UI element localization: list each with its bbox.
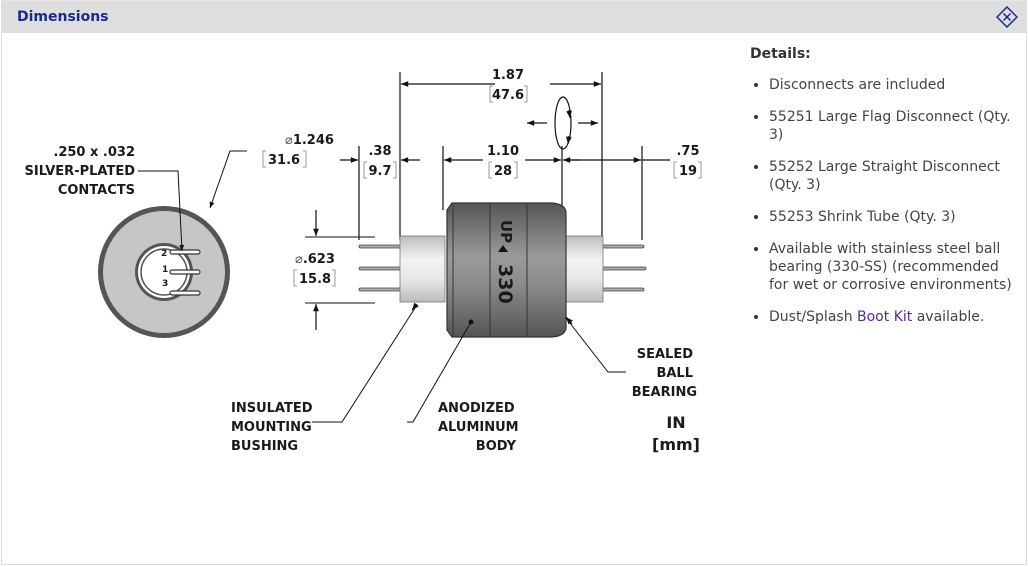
contact-number-2: 2 — [161, 249, 167, 259]
svg-text:BODY: BODY — [476, 439, 517, 454]
units-mm: [mm] — [652, 435, 700, 454]
bushing-leader — [312, 307, 416, 423]
right-lead-length-mm: 19 — [679, 164, 697, 179]
boot-kit-link[interactable]: Boot Kit — [857, 309, 913, 325]
collapse-toggle-icon[interactable] — [996, 6, 1018, 28]
right-lead-length-inch: .75 — [676, 144, 699, 159]
svg-text:BUSHING: BUSHING — [231, 439, 298, 454]
model-marking: 330 — [494, 264, 516, 304]
contacts-material-label: SILVER-PLATED — [25, 164, 136, 179]
details-item: 55252 Large Straight Disconnect (Qty. 3) — [769, 158, 1020, 194]
svg-text:ANODIZED: ANODIZED — [438, 401, 515, 416]
rotation-icon — [554, 96, 572, 150]
details-section: Details: Disconnects are included 55251 … — [750, 46, 1020, 340]
left-bushing — [399, 235, 446, 303]
contact-number-3: 3 — [162, 279, 168, 289]
contact-number-1: 1 — [162, 265, 168, 275]
bushing-diameter-mm: 15.8 — [299, 272, 331, 287]
svg-text:MOUNTING: MOUNTING — [231, 420, 312, 435]
details-title: Details: — [750, 46, 811, 62]
panel-title: Dimensions — [17, 9, 109, 25]
contact-3 — [169, 290, 201, 296]
right-bushing — [559, 235, 604, 303]
details-item: 55251 Large Flag Disconnect (Qty. 3) — [769, 108, 1020, 144]
svg-text:BALL: BALL — [656, 366, 693, 381]
body-length-mm: 28 — [494, 164, 512, 179]
svg-text:SEALED: SEALED — [637, 347, 693, 362]
contacts-label: CONTACTS — [58, 183, 135, 198]
details-item: Disconnects are included — [769, 76, 1020, 94]
contact-2 — [169, 249, 201, 255]
overall-length-mm: 47.6 — [492, 88, 524, 103]
svg-text:ALUMINUM: ALUMINUM — [438, 420, 519, 435]
units-inch: IN — [666, 413, 685, 432]
body-leader — [407, 321, 472, 423]
outer-diameter-inch: ⌀1.246 — [285, 133, 334, 148]
outer-diameter-mm: 31.6 — [268, 153, 300, 168]
bearing-leader — [565, 317, 626, 373]
details-list: Disconnects are included 55251 Large Fla… — [750, 76, 1020, 326]
details-item: Dust/Splash Boot Kit available. — [769, 308, 1020, 326]
left-lead-length-inch: .38 — [368, 144, 391, 159]
end-view: 2 1 3 — [98, 206, 230, 338]
svg-text:BEARING: BEARING — [632, 385, 697, 400]
overall-length-inch: 1.87 — [492, 68, 524, 83]
bushing-diameter-inch: ⌀.623 — [295, 252, 335, 267]
dimension-drawing: 2 1 3 .250 x .032 SILVER-PLATED CONTACTS… — [25, 68, 702, 454]
panel-header[interactable]: Dimensions — [2, 0, 1026, 33]
anodized-body — [446, 202, 567, 338]
svg-text:INSULATED: INSULATED — [231, 401, 313, 416]
details-item: Available with stainless steel ball bear… — [769, 240, 1020, 294]
body-length-inch: 1.10 — [487, 144, 519, 159]
contact-1 — [169, 269, 201, 275]
up-marking: UP — [497, 220, 515, 243]
contacts-size-label: .250 x .032 — [53, 145, 135, 160]
details-item: 55253 Shrink Tube (Qty. 3) — [769, 208, 1020, 226]
left-lead-length-mm: 9.7 — [368, 164, 391, 179]
